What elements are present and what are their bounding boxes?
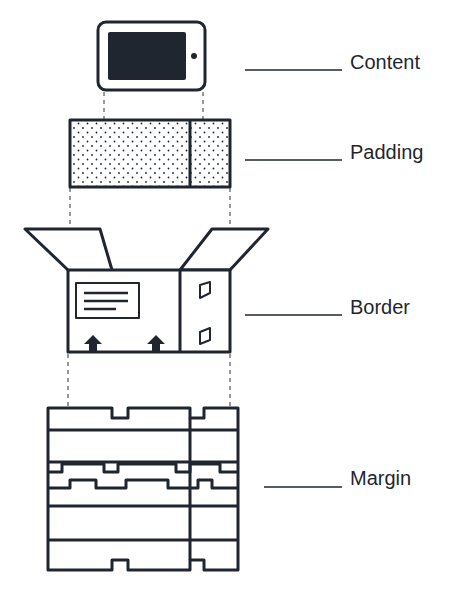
part-label: Margin bbox=[350, 466, 411, 490]
margin-pallet bbox=[48, 408, 238, 570]
leader-lines bbox=[245, 70, 342, 487]
part-label: Padding bbox=[350, 140, 423, 164]
part-label: Border bbox=[350, 295, 410, 319]
tablet-icon bbox=[98, 22, 205, 90]
padding-block bbox=[70, 120, 230, 187]
cardboard-box bbox=[25, 229, 268, 352]
part-label: Content bbox=[350, 50, 420, 74]
